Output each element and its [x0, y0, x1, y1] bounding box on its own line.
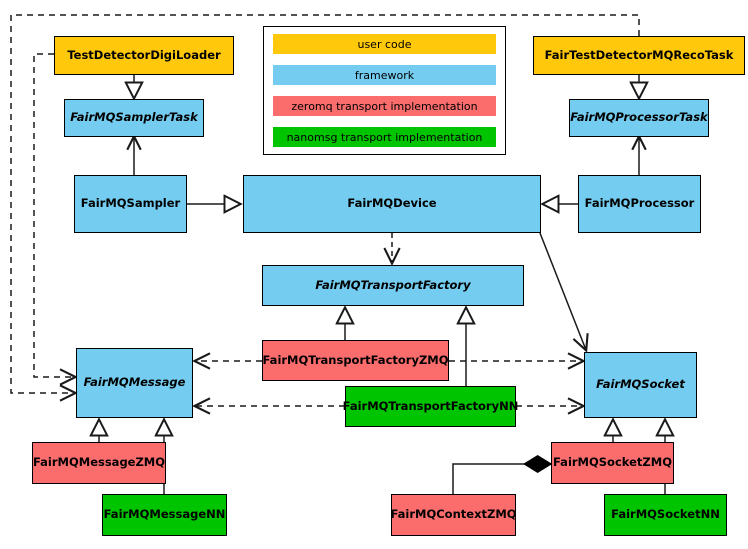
class-node-testdetectordigiloader[interactable]: TestDetectorDigiLoader — [54, 36, 234, 75]
legend-item-user-code: user code — [273, 34, 496, 54]
class-node-fairmqprocessor[interactable]: FairMQProcessor — [578, 175, 701, 233]
class-node-fairmqsamplertask[interactable]: FairMQSamplerTask — [64, 99, 204, 137]
class-node-fairmqsocketzmq[interactable]: FairMQSocketZMQ — [551, 442, 674, 484]
class-node-fairmqmessage[interactable]: FairMQMessage — [76, 348, 193, 418]
class-node-fairmqtransportfactorynn[interactable]: FairMQTransportFactoryNN — [343, 386, 518, 427]
class-node-fairmqprocessortask[interactable]: FairMQProcessorTask — [569, 99, 709, 137]
legend-item-nanomsg: nanomsg transport implementation — [273, 127, 496, 147]
legend-label: nanomsg transport implementation — [286, 130, 483, 144]
class-node-fairmqmessagezmq[interactable]: FairMQMessageZMQ — [32, 442, 166, 484]
legend-item-zeromq: zeromq transport implementation — [273, 96, 496, 116]
legend-label: zeromq transport implementation — [291, 99, 478, 113]
legend-item-framework: framework — [273, 65, 496, 85]
class-node-fairmqtransportfactory[interactable]: FairMQTransportFactory — [262, 265, 524, 306]
class-node-fairmqcontextzmq[interactable]: FairMQContextZMQ — [390, 494, 517, 536]
legend-label: user code — [357, 37, 412, 51]
edge-device-socket — [539, 232, 589, 353]
edge-contextzmq-socketzmq — [452, 464, 551, 494]
legend-label: framework — [354, 68, 415, 82]
class-node-fairtestdetectormqrecotask[interactable]: FairTestDetectorMQRecoTask — [533, 36, 745, 75]
class-node-fairmqsocketnn[interactable]: FairMQSocketNN — [604, 494, 727, 536]
class-node-fairmqmessagenn[interactable]: FairMQMessageNN — [102, 494, 227, 536]
edge-recotask-message — [10, 14, 640, 402]
class-node-fairmqsampler[interactable]: FairMQSampler — [74, 175, 187, 233]
class-node-fairmqdevice[interactable]: FairMQDevice — [243, 175, 541, 233]
edge-digiloader-message — [33, 53, 78, 386]
class-node-fairmqtransportfactoryzmq[interactable]: FairMQTransportFactoryZMQ — [262, 340, 449, 381]
class-node-fairmqsocket[interactable]: FairMQSocket — [584, 352, 697, 418]
legend: user code framework zeromq transport imp… — [263, 26, 506, 155]
